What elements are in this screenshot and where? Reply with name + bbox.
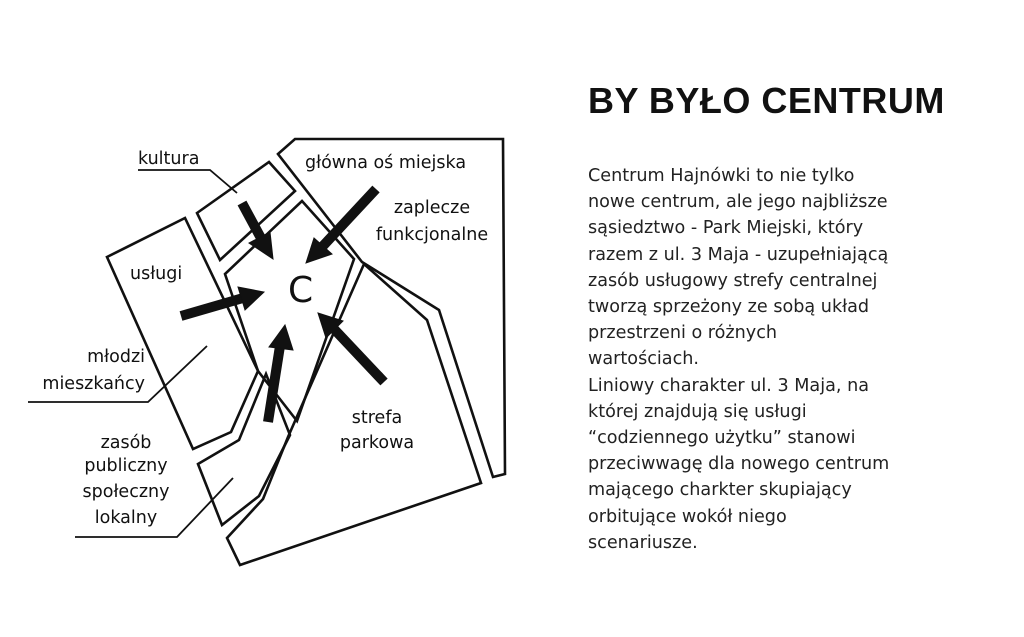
arrow-zaplecze: [305, 185, 380, 264]
zone-uslugi: [105, 216, 260, 451]
text-line: orbitujące wokół niego: [588, 506, 787, 527]
label-parkowa: parkowa: [340, 433, 414, 453]
leader-line-kultura: [138, 169, 238, 194]
arrow-strefa: [317, 312, 388, 386]
center-label: C: [288, 270, 313, 311]
page-title: BY BYŁO CENTRUM: [588, 80, 945, 121]
label-spoleczny: społeczny: [83, 482, 170, 502]
zone-zasob: [196, 370, 292, 528]
text-line: przestrzeni o różnych: [588, 323, 778, 344]
text-line: której znajdują się usługi: [588, 401, 807, 422]
label-uslugi: usługi: [130, 264, 182, 284]
label-funkcjonalne: funkcjonalne: [376, 225, 488, 245]
arrow-zasob: [263, 323, 294, 423]
label-publiczny: publiczny: [84, 456, 167, 476]
label-strefa: strefa: [352, 408, 402, 428]
text-line: wartościach.: [588, 349, 699, 370]
label-zasob: zasób: [101, 433, 152, 453]
text-line: Liniowy charakter ul. 3 Maja, na: [588, 375, 870, 396]
arrow-kultura: [237, 200, 274, 261]
text-line: “codziennego użytku” stanowi: [588, 428, 856, 449]
zone-glowna-os-miejska: [276, 137, 507, 479]
text-line: nowe centrum, ale jego najbliższe: [588, 192, 888, 213]
label-mlodzi: młodzi: [87, 347, 145, 367]
text-line: przeciwwagę dla nowego centrum: [588, 454, 890, 475]
text-line: scenariusze.: [588, 532, 698, 553]
label-mieszkancy: mieszkańcy: [42, 374, 145, 394]
urban-diagram: C kultura główna oś miejska zaplecze fun…: [28, 137, 507, 567]
leader-line-zasob: [75, 477, 234, 538]
text-line: tworzą sprzeżony ze sobą układ: [588, 297, 870, 318]
text-line: zasób usługowy strefy centralnej: [588, 270, 878, 291]
zone-centrum: [223, 199, 356, 424]
label-lokalny: lokalny: [95, 508, 157, 528]
leader-line-mlodzi: [28, 345, 208, 403]
label-kultura: kultura: [138, 149, 199, 169]
zone-kultura: [195, 160, 297, 263]
text-line: Centrum Hajnówki to nie tylko: [588, 166, 855, 186]
text-line: mającego charkter skupiający: [588, 480, 852, 501]
label-glowna-os: główna oś miejska: [305, 153, 466, 173]
label-zaplecze: zaplecze: [394, 198, 470, 218]
text-line: sąsiedztwo - Park Miejski, który: [588, 218, 864, 239]
text-line: razem z ul. 3 Maja - uzupełniającą: [588, 244, 889, 265]
arrow-uslugi: [179, 286, 266, 321]
description-text: Centrum Hajnówki to nie tylko nowe centru…: [588, 163, 889, 556]
